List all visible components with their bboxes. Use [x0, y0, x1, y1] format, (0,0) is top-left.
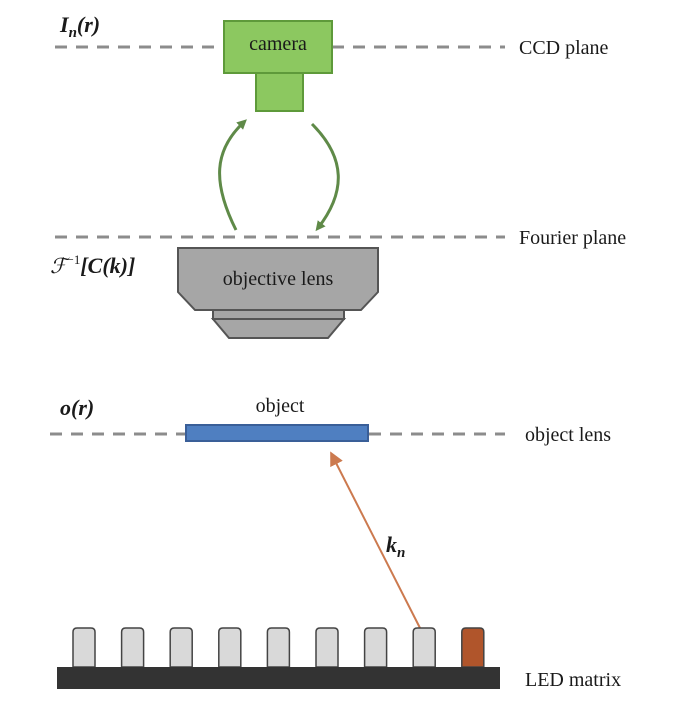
objective-lens-tip: [210, 318, 347, 339]
led: [363, 627, 388, 668]
led: [266, 627, 291, 668]
upward-curved-arrow: [218, 119, 247, 231]
object-sample: [185, 424, 369, 442]
fourier-plane-label: Fourier plane: [519, 227, 626, 249]
led: [315, 627, 339, 668]
objective-lens-collar: [212, 309, 345, 320]
camera-mount: [255, 72, 304, 112]
object-plane-label: object lens: [525, 424, 611, 446]
led-matrix-base: [57, 667, 500, 689]
downward-curved-arrow: [310, 122, 340, 232]
camera-label: camera: [249, 33, 307, 55]
object-label: object: [256, 395, 305, 417]
led: [72, 627, 96, 668]
led: [218, 627, 242, 668]
illumination-wavevector-arrow: [330, 451, 421, 629]
led-array: [72, 627, 485, 668]
led-active: [461, 627, 485, 668]
wavevector-label: kn: [386, 532, 405, 561]
led: [412, 627, 436, 668]
object-function-label: o(r): [60, 395, 94, 420]
objective-lens-label: objective lens: [223, 268, 334, 290]
led-matrix-label: LED matrix: [525, 669, 621, 691]
ccd-plane-label: CCD plane: [519, 37, 609, 59]
objective-lens-body: [177, 247, 379, 311]
led: [120, 627, 145, 668]
led: [169, 627, 193, 668]
intensity-label: In(r): [59, 12, 100, 41]
pupil-function-label: ℱ−1[C(k)]: [50, 252, 135, 278]
